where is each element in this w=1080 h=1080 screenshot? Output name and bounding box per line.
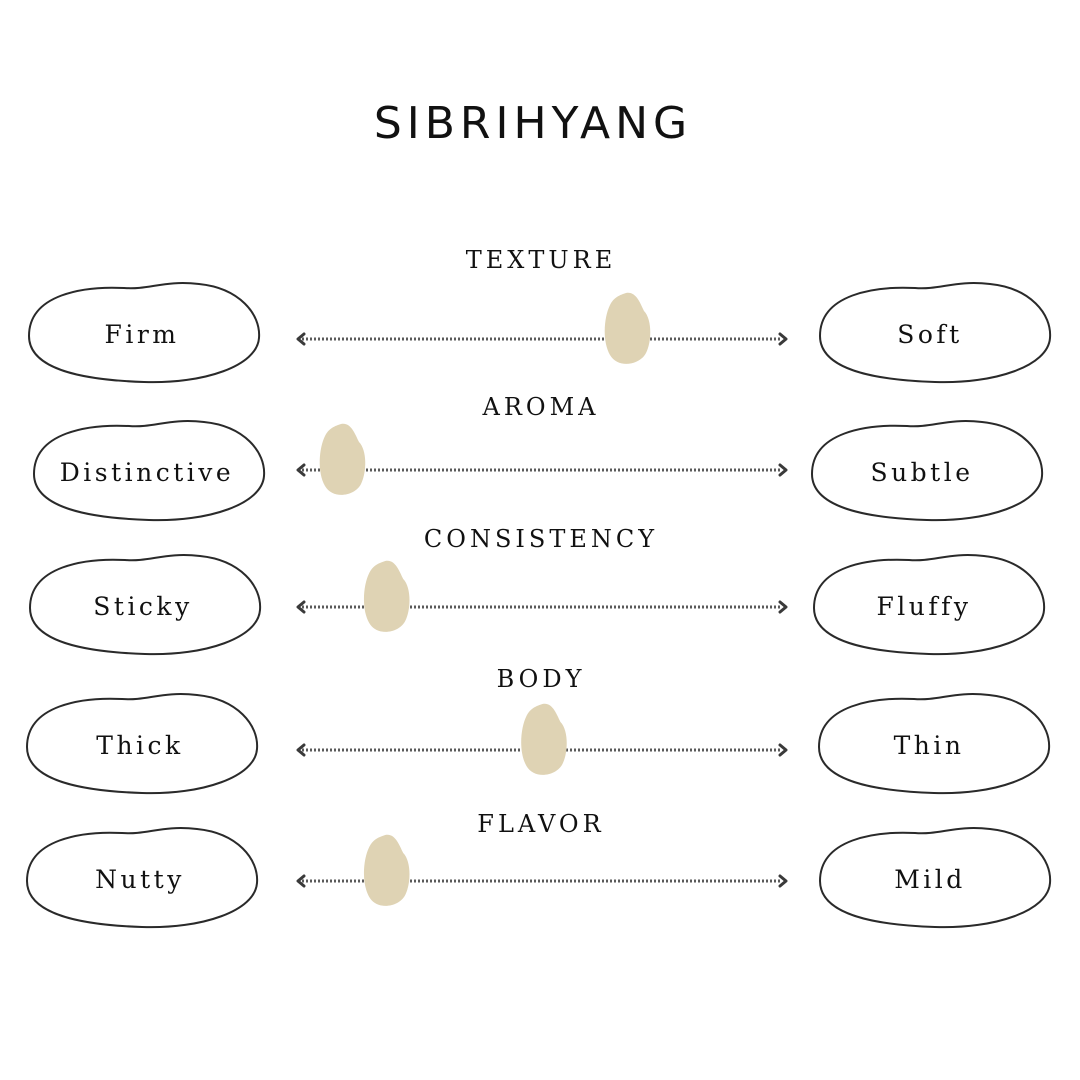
arrow-right-icon: [778, 743, 788, 757]
arrow-left-icon: [296, 332, 306, 346]
left-pole-label: Thick: [96, 731, 183, 760]
attribute-row: CONSISTENCY Sticky Fluffy: [28, 525, 1046, 656]
attribute-row: FLAVOR Nutty Mild: [25, 810, 1052, 929]
left-pole-label: Firm: [105, 320, 180, 349]
arrow-right-icon: [778, 332, 788, 346]
left-pole-bubble: [25, 827, 259, 929]
rice-grain-marker: [319, 423, 366, 495]
attribute-row: TEXTURE Firm Soft: [27, 246, 1052, 384]
arrow-left-icon: [296, 743, 306, 757]
left-pole-label: Sticky: [93, 592, 192, 621]
right-pole-label: Fluffy: [876, 592, 971, 621]
rice-grain-marker: [604, 292, 651, 364]
arrow-right-icon: [778, 463, 788, 477]
right-pole-bubble: [812, 554, 1046, 656]
right-pole-label: Subtle: [870, 458, 973, 487]
left-pole-bubble: [25, 693, 259, 795]
rice-grain-marker: [521, 703, 567, 775]
right-pole-label: Thin: [894, 731, 965, 760]
left-pole-bubble: [32, 420, 266, 522]
arrow-right-icon: [778, 600, 788, 614]
category-label: CONSISTENCY: [424, 525, 658, 553]
attribute-row: AROMA Distinctive Subtle: [32, 393, 1044, 522]
right-pole-bubble: [817, 693, 1051, 795]
right-pole-bubble: [818, 282, 1052, 384]
arrow-right-icon: [778, 874, 788, 888]
left-pole-bubble: [27, 282, 261, 384]
arrow-left-icon: [296, 463, 306, 477]
left-pole-label: Nutty: [95, 865, 185, 894]
left-pole-bubble: [28, 554, 262, 656]
arrow-left-icon: [296, 874, 306, 888]
right-pole-bubble: [818, 827, 1052, 929]
attribute-row: BODY Thick Thin: [25, 665, 1051, 795]
chart-title: SIBRIHYANG: [374, 98, 692, 149]
category-label: BODY: [497, 665, 586, 693]
right-pole-label: Mild: [894, 865, 966, 894]
category-label: TEXTURE: [466, 246, 616, 274]
arrow-left-icon: [296, 600, 306, 614]
left-pole-label: Distinctive: [60, 458, 234, 487]
category-label: FLAVOR: [477, 810, 604, 838]
right-pole-bubble: [810, 420, 1044, 522]
category-label: AROMA: [482, 393, 600, 421]
rice-grain-marker: [363, 834, 410, 906]
right-pole-label: Soft: [897, 320, 962, 349]
rice-grain-marker: [363, 560, 410, 632]
